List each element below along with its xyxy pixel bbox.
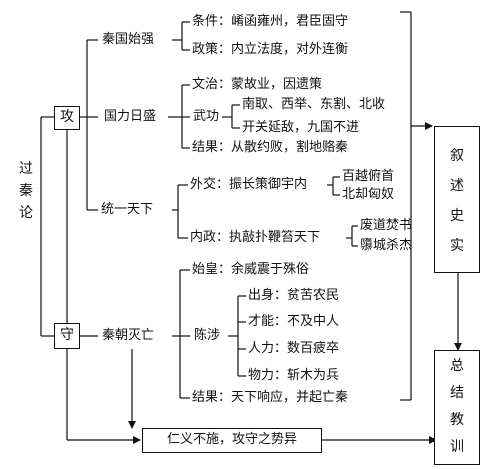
- chensheng-item: 人力：数百疲卒: [248, 341, 340, 356]
- branch1-item: 政策：内立法度，对外连衡: [192, 42, 349, 57]
- side-box-summary-text: 总结教训: [450, 358, 464, 455]
- side-box-narrate-text: 叙述史实: [450, 148, 464, 254]
- chensheng-item: 出身：贫苦农民: [248, 288, 340, 303]
- wugong-item: 开关延敌，九国不进: [242, 120, 360, 135]
- shihuang-text: 始皇：余威震于殊俗: [192, 262, 310, 277]
- branch2-result: 结果：从散约败，割地赂秦: [192, 140, 349, 155]
- branch3-title: 统一天下: [101, 202, 154, 217]
- shou-box: 守: [54, 323, 80, 349]
- chensheng-label: 陈涉: [194, 328, 221, 343]
- side-box-narrate: 叙述史实: [434, 126, 480, 273]
- wenzhi-text: 文治：蒙故业，因遗策: [192, 77, 323, 92]
- neizheng-item: 隳城杀杰: [360, 238, 413, 253]
- neizheng-label: 内政：执敲扑鞭笞天下: [190, 230, 321, 245]
- wugong-item: 南取、西举、东割、北收: [242, 97, 386, 112]
- branch1-title: 秦国始强: [102, 32, 155, 47]
- branch4-title: 秦朝灭亡: [102, 328, 155, 343]
- waijiao-label: 外交：振长策御宇内: [190, 177, 308, 192]
- branch2-title: 国力日盛: [104, 109, 157, 124]
- waijiao-item: 百越俯首: [342, 169, 395, 184]
- branch1-item: 条件：崤函雍州，君臣固守: [192, 14, 349, 29]
- chensheng-item: 才能：不及中人: [248, 314, 340, 329]
- branch4-result: 结果：天下响应，并起亡秦: [192, 390, 349, 405]
- chensheng-item: 物力：斩木为兵: [248, 368, 340, 383]
- wugong-label: 武功: [193, 109, 220, 124]
- side-box-summary: 总结教训: [434, 350, 480, 465]
- root-title: 过秦论: [19, 161, 33, 221]
- gong-box: 攻: [54, 106, 80, 130]
- neizheng-item: 废道焚书: [360, 218, 413, 233]
- conclusion-box: 仁义不施，攻守之势异: [142, 428, 322, 453]
- waijiao-item: 北却匈奴: [342, 187, 395, 202]
